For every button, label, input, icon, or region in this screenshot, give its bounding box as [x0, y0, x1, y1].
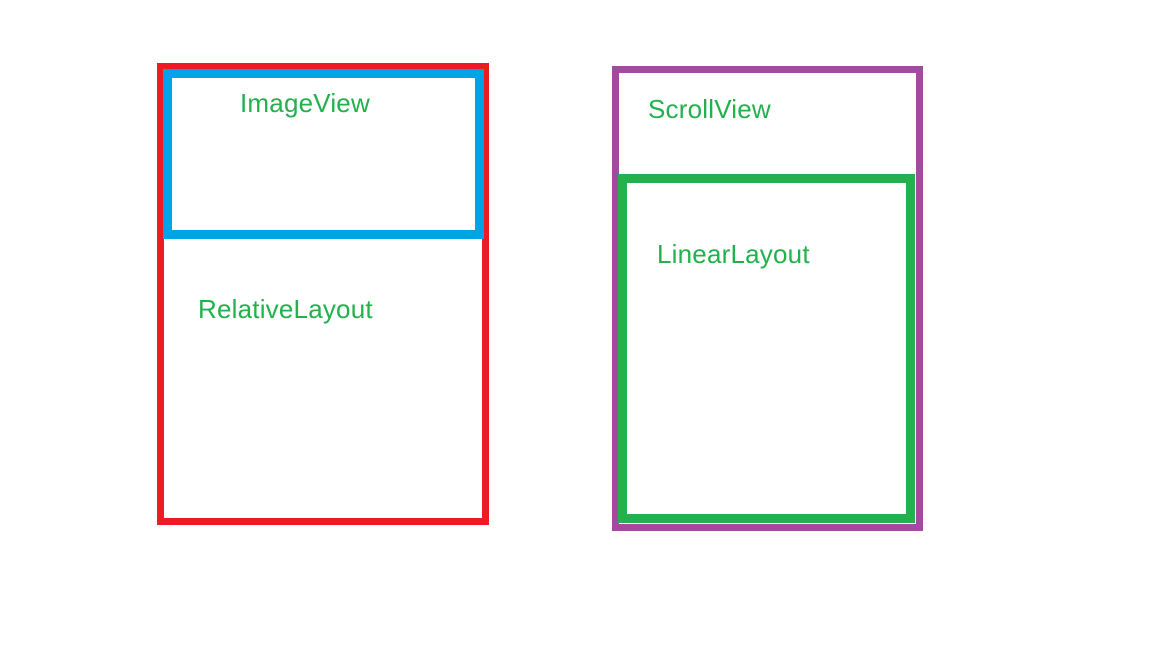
scroll-view-label: ScrollView	[648, 94, 771, 124]
scroll-view-box	[612, 66, 923, 531]
relative-layout-label: RelativeLayout	[198, 294, 373, 324]
relative-layout-box	[157, 63, 489, 525]
image-view-label: ImageView	[240, 88, 370, 118]
linear-layout-box	[618, 174, 915, 523]
image-view-box	[163, 69, 484, 239]
linear-layout-label: LinearLayout	[657, 239, 810, 269]
